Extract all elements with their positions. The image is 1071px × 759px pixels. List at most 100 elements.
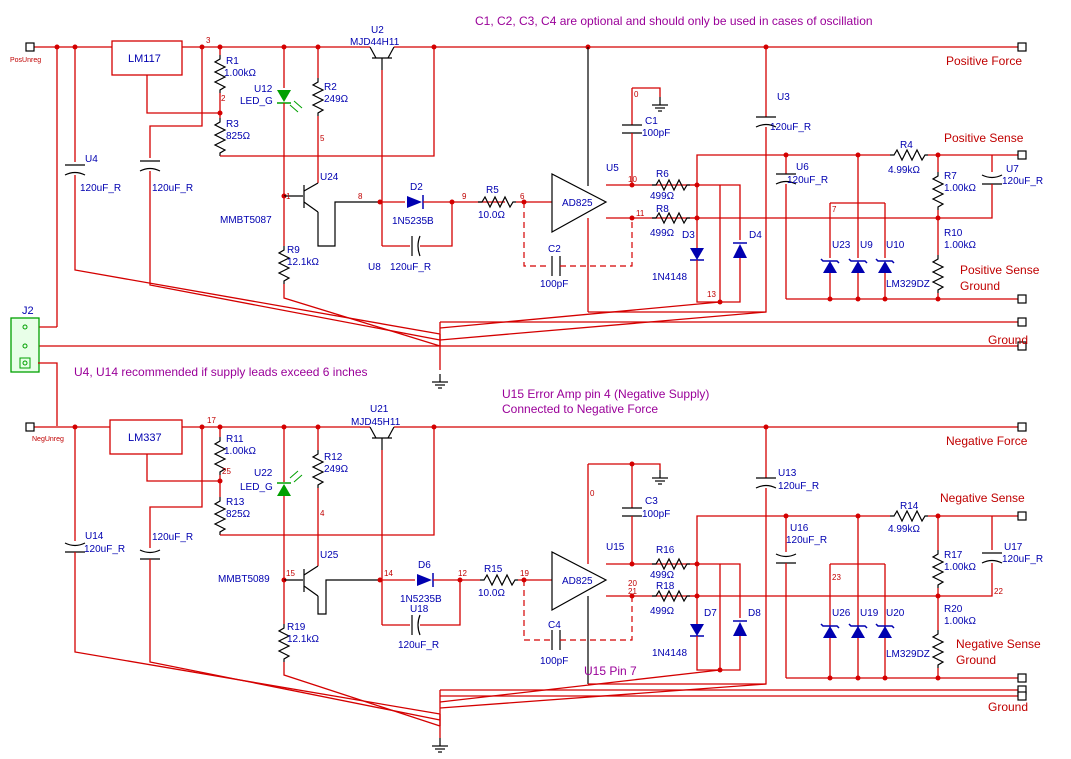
note-top: C1, C2, C3, C4 are optional and should o… [475, 14, 873, 28]
bot-cap2v: 120uF_R [152, 532, 193, 543]
ground-terminal-4[interactable] [1017, 691, 1027, 701]
j2-connector[interactable] [10, 317, 58, 426]
top-d3: D3 [682, 230, 695, 241]
bot-d6v: 1N5235B [400, 594, 442, 605]
port-pos-sense-gnd-2: Ground [960, 279, 1000, 293]
neg-sense-ground-terminal[interactable] [1017, 673, 1027, 683]
nodes-n22: 22 [994, 587, 1003, 596]
port-neg-sense: Negative Sense [940, 491, 1025, 505]
bot-lm337: LM337 [128, 432, 162, 444]
nodes-n20: 20 [628, 579, 637, 588]
nodes-n8: 8 [358, 192, 363, 201]
nodes-n11: 11 [636, 209, 645, 218]
top-u5v: AD825 [562, 198, 593, 209]
bot-u14: U14 [85, 531, 104, 542]
bot-r20: R20 [944, 604, 963, 615]
top-u7v: 120uF_R [1002, 176, 1043, 187]
nodes-n5: 5 [320, 134, 325, 143]
nodes-n12: 12 [458, 569, 467, 578]
bot-d7: D7 [704, 608, 717, 619]
top-r3: R3 [226, 119, 239, 130]
bot-u22v: LED_G [240, 482, 273, 493]
nodes-n17: 17 [207, 416, 216, 425]
bot-u21: U21 [370, 404, 389, 415]
bot-r15: R15 [484, 564, 503, 575]
bot-r11v: 1.00kΩ [224, 446, 256, 457]
nodes-n3: 3 [206, 36, 211, 45]
bot-r11: R11 [226, 434, 244, 445]
nodes-n13: 13 [707, 290, 716, 299]
bot-u17: U17 [1004, 542, 1023, 553]
bot-r18: R18 [656, 581, 675, 592]
pos-sense-ground-terminal[interactable] [1017, 294, 1027, 304]
bot-r16v: 499Ω [650, 570, 675, 581]
top-r6: R6 [656, 169, 669, 180]
top-u9: U9 [860, 240, 873, 251]
bot-zv: LM329DZ [886, 649, 930, 660]
top-cap2v: 120uF_R [152, 183, 193, 194]
top-r10: R10 [944, 228, 963, 239]
bot-r17: R17 [944, 550, 963, 561]
top-r3v: 825Ω [226, 131, 251, 142]
note-mid: U4, U14 recommended if supply leads exce… [74, 365, 368, 379]
bot-r14v: 4.99kΩ [888, 524, 920, 535]
bot-u19: U19 [860, 608, 879, 619]
bot-u26: U26 [832, 608, 851, 619]
note-u15-1: U15 Error Amp pin 4 (Negative Supply) [502, 387, 709, 401]
top-j2: J2 [22, 305, 34, 317]
top-d34v: 1N4148 [652, 272, 687, 283]
top-u4v: 120uF_R [80, 183, 121, 194]
nodes-n7: 7 [832, 205, 837, 214]
nodes-n21: 21 [628, 587, 637, 596]
top-c1v: 100pF [642, 128, 670, 139]
bot-u15: U15 [606, 542, 625, 553]
bot-u16v: 120uF_R [786, 535, 827, 546]
top-r7v: 1.00kΩ [944, 183, 976, 194]
nodes-n23: 23 [832, 573, 841, 582]
top-c2: C2 [548, 244, 561, 255]
top-r2: R2 [324, 82, 337, 93]
bot-u18: U18 [410, 604, 429, 615]
nodes-n15: 15 [286, 569, 295, 578]
bot-u15v: AD825 [562, 576, 593, 587]
negative-force-terminal[interactable] [1017, 422, 1027, 432]
negative-sense-terminal[interactable] [1017, 511, 1027, 521]
negunreg-terminal[interactable] [25, 422, 35, 432]
port-pos-sense-gnd-1: Positive Sense [960, 263, 1040, 277]
bot-u17v: 120uF_R [1002, 554, 1043, 565]
top-u23: U23 [832, 240, 851, 251]
positive-force-terminal[interactable] [1017, 42, 1027, 52]
bot-d78v: 1N4148 [652, 648, 687, 659]
top-u4: U4 [85, 154, 98, 165]
ground-terminal-1[interactable] [1017, 317, 1027, 327]
note-u15-pin7: U15 Pin 7 [584, 664, 637, 678]
top-r8: R8 [656, 204, 669, 215]
nodes-n10: 10 [628, 175, 637, 184]
bot-r13v: 825Ω [226, 509, 251, 520]
port-neg-sense-gnd-2: Ground [956, 653, 996, 667]
top-r4v: 4.99kΩ [888, 165, 920, 176]
labels: C1, C2, C3, C4 are optional and should o… [10, 14, 1043, 714]
top-u6v: 120uF_R [787, 175, 828, 186]
positive-sense-terminal[interactable] [1017, 150, 1027, 160]
bot-r14: R14 [900, 501, 919, 512]
top-zv: LM329DZ [886, 279, 930, 290]
top-r8v: 499Ω [650, 228, 675, 239]
top-r9v: 12.1kΩ [287, 257, 319, 268]
top-u2v: MJD44H11 [350, 37, 400, 48]
nodes-n1: 1 [286, 192, 291, 201]
bot-d6: D6 [418, 560, 431, 571]
lm117-box [111, 40, 183, 76]
top-r7: R7 [944, 171, 957, 182]
bot-r12v: 249Ω [324, 464, 349, 475]
note-u15-2: Connected to Negative Force [502, 402, 658, 416]
negative-section [25, 419, 1027, 753]
posunreg-terminal[interactable] [25, 42, 35, 52]
bot-c3: C3 [645, 496, 658, 507]
top-u3v: 120uF_R [770, 122, 811, 133]
top-u10: U10 [886, 240, 905, 251]
bot-c3v: 100pF [642, 509, 670, 520]
top-r5: R5 [486, 185, 499, 196]
bot-r13: R13 [226, 497, 245, 508]
